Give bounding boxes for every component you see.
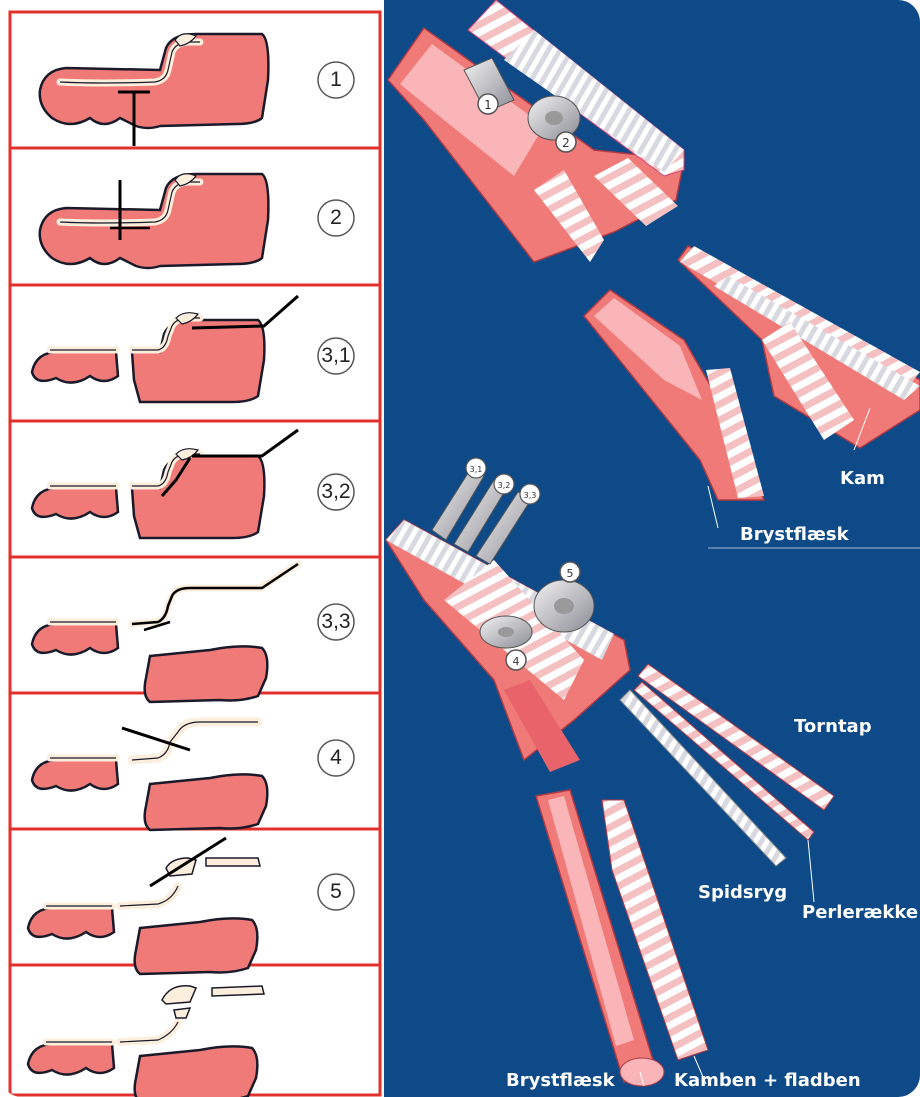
step-final-section xyxy=(28,986,264,1097)
blade-marker-2: 2 xyxy=(562,136,570,150)
label-brystflaesk-top: Brystflæsk xyxy=(740,524,849,545)
blade-marker-3-1: 3,1 xyxy=(470,465,483,474)
blade-marker-3-3: 3,3 xyxy=(524,491,537,500)
blade-marker-3-2: 3,2 xyxy=(498,481,511,490)
blade-marker-4: 4 xyxy=(513,655,520,668)
cut-illustration-svg: 1 2 xyxy=(384,0,920,1097)
step-label: 3,3 xyxy=(306,610,366,634)
step-4-section xyxy=(32,722,354,830)
blade-marker-5: 5 xyxy=(567,567,574,580)
label-perleraekke: Perlerække xyxy=(802,902,918,923)
step-label: 3,2 xyxy=(306,480,366,504)
belly-piece-top xyxy=(584,290,764,500)
label-brystflaesk-bottom: Brystflæsk xyxy=(506,1070,615,1091)
step-label: 3,1 xyxy=(306,344,366,368)
step-label: 1 xyxy=(306,68,366,92)
step-label: 4 xyxy=(306,746,366,770)
step-label: 2 xyxy=(306,206,366,230)
label-kam: Kam xyxy=(840,468,885,489)
label-kamben-fladben: Kamben + fladben xyxy=(674,1070,861,1091)
blade-5: 5 xyxy=(534,562,594,632)
cross-section-panel: 1 2 3,1 3,2 3,3 4 5 xyxy=(0,0,384,1097)
label-spidsryg: Spidsryg xyxy=(698,882,787,903)
step-5-section xyxy=(28,838,354,974)
perleraekke-strip xyxy=(634,682,814,840)
cross-section-svg xyxy=(0,0,384,1097)
step-label: 5 xyxy=(306,880,366,904)
perleraekke-leader xyxy=(808,840,814,902)
label-torntap: Torntap xyxy=(794,716,872,737)
cut-illustration-panel: 1 2 xyxy=(384,0,920,1097)
blade-marker-1: 1 xyxy=(484,98,492,112)
